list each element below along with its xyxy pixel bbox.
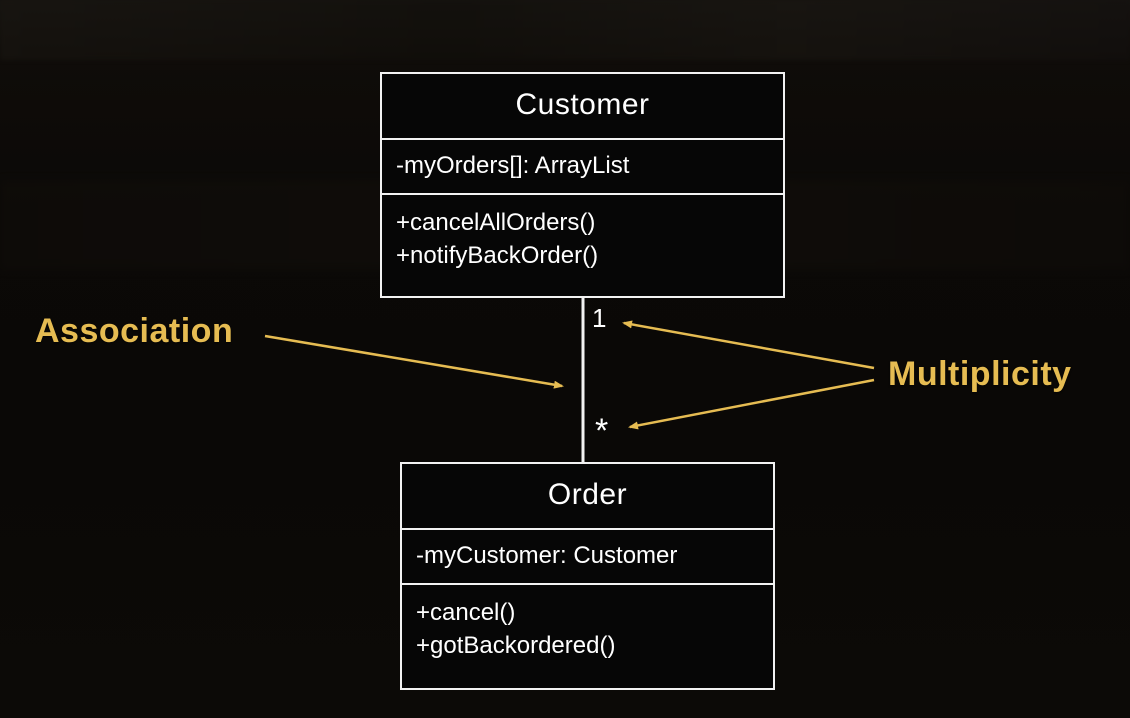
class-attributes-order: -myCustomer: Customer xyxy=(402,530,773,586)
class-title-order: Order xyxy=(402,464,773,530)
attribute-my-orders: -myOrders[]: ArrayList xyxy=(396,152,630,179)
attribute-my-customer: -myCustomer: Customer xyxy=(416,542,678,569)
class-methods-customer: +cancelAllOrders() +notifyBackOrder() xyxy=(382,195,783,296)
method-cancel-all-orders: +cancelAllOrders() xyxy=(396,209,596,237)
method-notify-back-order: +notifyBackOrder() xyxy=(396,241,599,269)
multiplicity-many: * xyxy=(595,412,609,450)
class-attributes-customer: -myOrders[]: ArrayList xyxy=(382,140,783,196)
method-got-backordered: +gotBackordered() xyxy=(416,631,616,659)
background-band-top xyxy=(0,0,1130,60)
class-box-order: Order -myCustomer: Customer +cancel() +g… xyxy=(400,462,775,690)
class-methods-order: +cancel() +gotBackordered() xyxy=(402,585,773,688)
method-cancel: +cancel() xyxy=(416,599,516,627)
class-title-customer: Customer xyxy=(382,74,783,140)
association-label: Association xyxy=(35,312,234,350)
class-box-customer: Customer -myOrders[]: ArrayList +cancelA… xyxy=(380,72,785,298)
multiplicity-one: 1 xyxy=(592,303,607,333)
multiplicity-label: Multiplicity xyxy=(888,355,1072,393)
